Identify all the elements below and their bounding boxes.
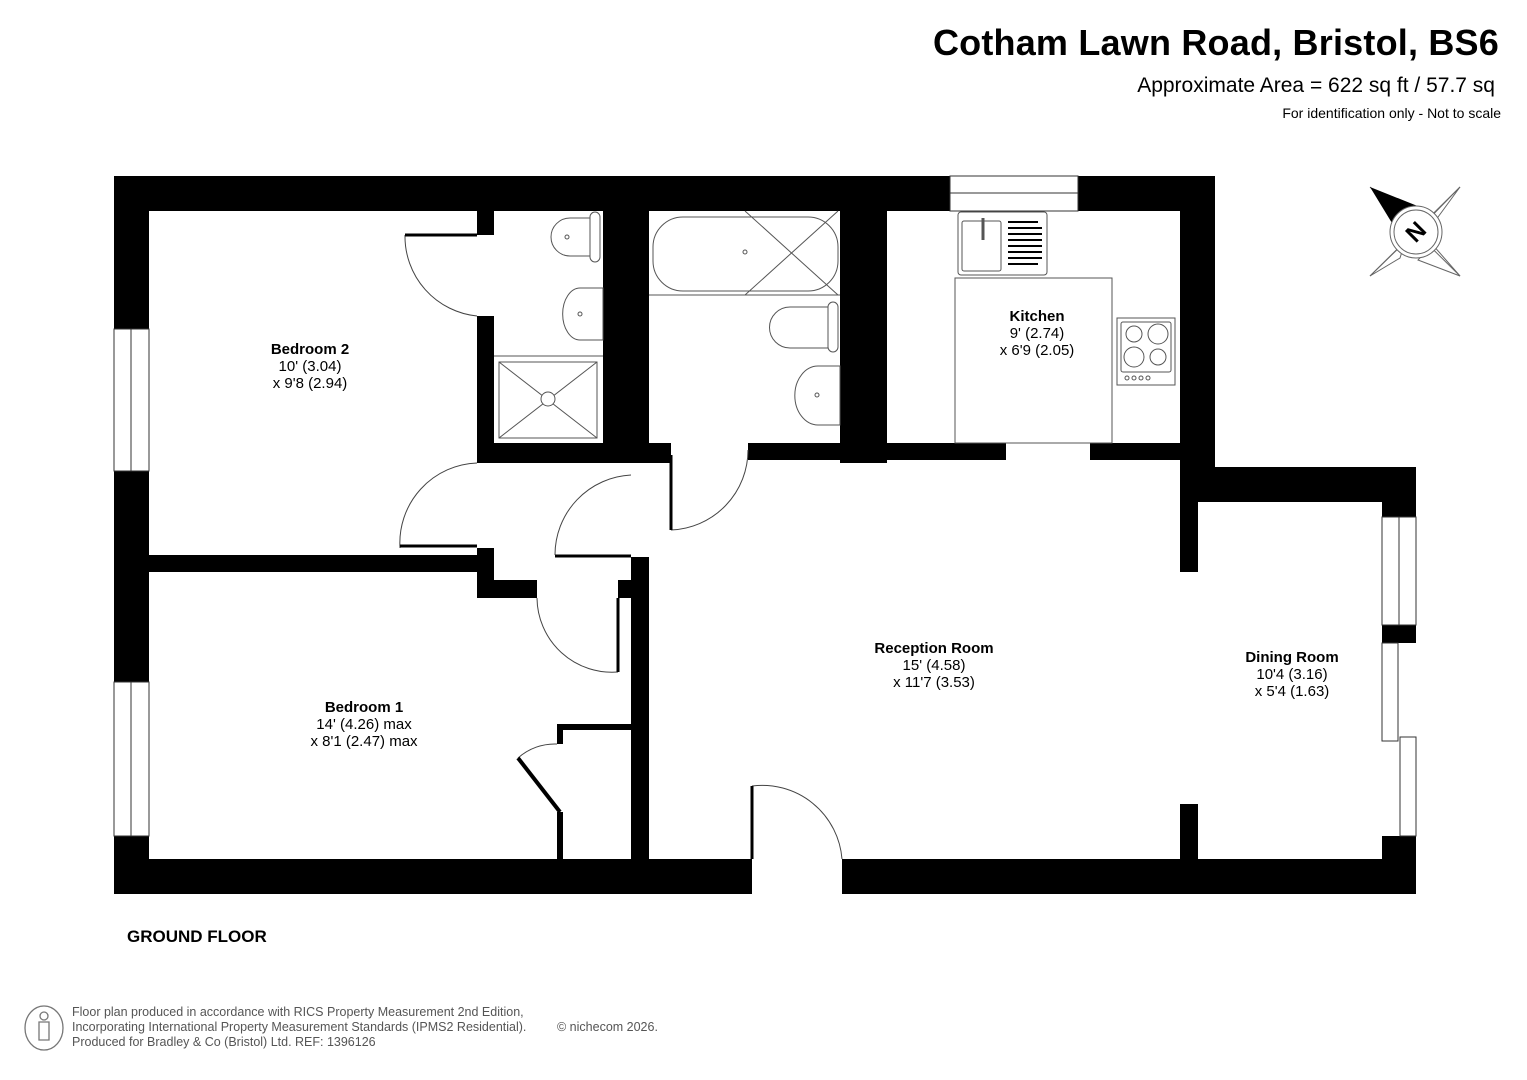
footer-line: Incorporating International Property Mea…: [72, 1020, 527, 1034]
room-dimension: 9' (2.74): [1009, 325, 1065, 342]
compass-north-icon: N: [1369, 186, 1461, 277]
room-name: Dining Room: [1245, 649, 1339, 666]
room-label-bedroom-1: Bedroom 1 14' (4.26) max x 8'1 (2.47) ma…: [310, 699, 417, 750]
room-dimension: x 11'7 (3.53): [893, 674, 975, 691]
room-dimension: 10'4 (3.16): [1256, 666, 1328, 683]
room-label-kitchen: Kitchen 9' (2.74) x 6'9 (2.05): [1000, 308, 1075, 359]
room-label-bedroom-2: Bedroom 2 10' (3.04) x 9'8 (2.94): [271, 341, 349, 392]
kitchen-fixtures: [954, 211, 1176, 444]
person-icon: [24, 1005, 64, 1051]
scale-disclaimer: For identification only - Not to scale: [1282, 105, 1501, 121]
room-name: Kitchen: [1009, 308, 1065, 325]
room-name: Reception Room: [874, 640, 994, 657]
room-dimension: 10' (3.04): [278, 358, 342, 375]
doors: [399, 233, 843, 860]
room-dimension: x 6'9 (2.05): [999, 342, 1075, 359]
windows: [113, 175, 1417, 837]
room-label-reception-room: Reception Room 15' (4.58) x 11'7 (3.53): [874, 640, 993, 691]
room-dimension: x 5'4 (1.63): [1254, 683, 1330, 700]
bathroom-fixtures: [649, 210, 841, 426]
footer-notes: Floor plan produced in accordance with R…: [72, 1005, 526, 1050]
room-name: Bedroom 2: [270, 341, 350, 358]
walls: [114, 176, 1416, 894]
approximate-area: Approximate Area = 622 sq ft / 57.7 sq: [1137, 74, 1495, 97]
footer-line: Produced for Bradley & Co (Bristol) Ltd.…: [72, 1035, 376, 1049]
room-label-dining-room: Dining Room 10'4 (3.16) x 5'4 (1.63): [1245, 649, 1338, 700]
room-dimension: 15' (4.58): [902, 657, 966, 674]
room-name: Bedroom 1: [324, 699, 404, 716]
room-dimension: x 8'1 (2.47) max: [310, 733, 418, 750]
ensuite-fixtures: [494, 211, 604, 439]
room-dimension: 14' (4.26) max: [316, 716, 412, 733]
floor-label: GROUND FLOOR: [127, 927, 267, 946]
copyright: © nichecom 2026.: [557, 1020, 658, 1034]
footer-line: Floor plan produced in accordance with R…: [72, 1005, 524, 1019]
room-dimension: x 9'8 (2.94): [272, 375, 348, 392]
property-title: Cotham Lawn Road, Bristol, BS6: [932, 22, 1499, 63]
